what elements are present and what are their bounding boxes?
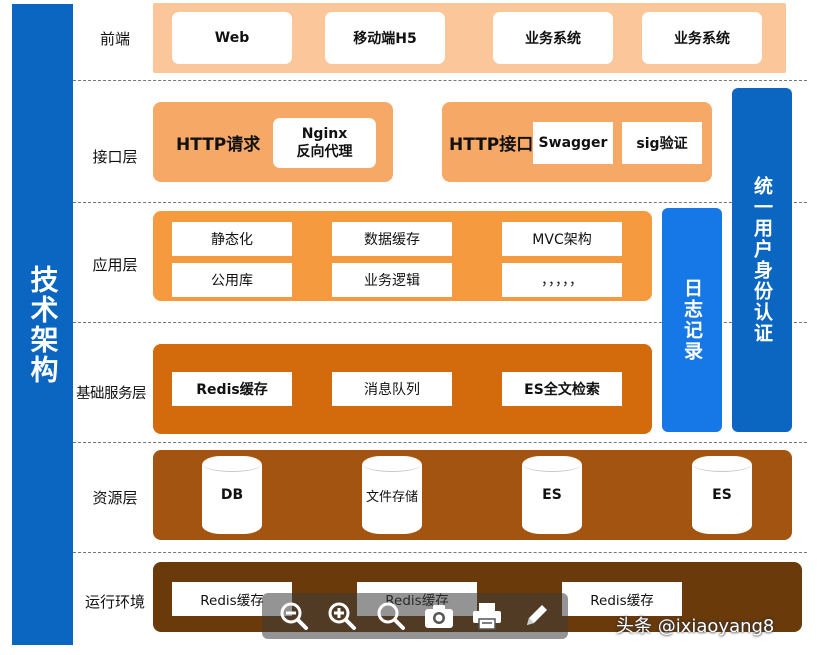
app-box-etc: ，，，，， xyxy=(502,263,622,297)
app-box-business-logic: 业务逻辑 xyxy=(332,263,452,297)
runtime-box-redis-cache: Redis缓存 xyxy=(562,582,682,616)
es-cylinder: ES xyxy=(692,456,752,534)
layer-divider xyxy=(73,202,807,203)
search-icon[interactable] xyxy=(373,598,409,634)
app-box-data-cache: 数据缓存 xyxy=(332,222,452,256)
frontend-box-business-system: 业务系统 xyxy=(493,12,613,64)
layer-divider xyxy=(73,80,807,81)
architecture-title: 技术架构 xyxy=(26,264,60,385)
http-api-title: HTTP接口 xyxy=(449,134,534,155)
print-icon[interactable] xyxy=(469,598,505,634)
layer-divider xyxy=(73,322,807,323)
architecture-title-bar: 技术架构 xyxy=(12,4,73,645)
zoom-out-icon[interactable] xyxy=(276,598,312,634)
watermark: 头条 @ixiaoyang8 xyxy=(616,616,775,637)
layer-label-frontend: 前端 xyxy=(99,30,130,48)
layer-divider xyxy=(73,552,807,553)
es-cylinder-label: ES xyxy=(542,487,562,503)
es-cylinder: ES xyxy=(522,456,582,534)
frontend-box-web: Web xyxy=(172,12,292,64)
layer-label-interface: 接口层 xyxy=(92,148,138,166)
base-box-es-search: ES全文检索 xyxy=(502,372,622,406)
db-cylinder: DB xyxy=(202,456,262,534)
file-storage-cylinder-label: 文件存储 xyxy=(365,489,418,505)
es-cylinder-label: ES xyxy=(712,487,732,503)
base-box-message-queue: 消息队列 xyxy=(332,372,452,406)
http-request-title: HTTP请求 xyxy=(176,134,261,155)
file-storage-cylinder: 文件存储 xyxy=(362,456,422,534)
layer-divider xyxy=(73,442,807,443)
base-box-redis-cache: Redis缓存 xyxy=(172,372,292,406)
zoom-in-icon[interactable] xyxy=(324,598,360,634)
image-viewer-toolbar xyxy=(262,593,568,639)
camera-icon[interactable] xyxy=(421,598,457,634)
app-box-common-lib: 公用库 xyxy=(172,263,292,297)
frontend-box-mobile-h5: 移动端H5 xyxy=(325,12,445,64)
layer-label-application: 应用层 xyxy=(92,256,138,274)
layer-label-runtime: 运行环境 xyxy=(84,593,145,611)
layer-label-base-service: 基础服务层 xyxy=(76,386,147,402)
sig-verify-box: sig验证 xyxy=(622,122,702,164)
log-record-bar: 日志记录 xyxy=(662,208,722,432)
db-cylinder-label: DB xyxy=(220,487,244,503)
user-auth-bar: 统一用户身份认证 xyxy=(732,88,792,432)
app-box-mvc: MVC架构 xyxy=(502,222,622,256)
log-record-text: 日志记录 xyxy=(681,278,703,362)
pencil-icon[interactable] xyxy=(518,598,554,634)
app-box-staticize: 静态化 xyxy=(172,222,292,256)
nginx-proxy-box: Nginx 反向代理 xyxy=(273,118,376,168)
layer-label-resource: 资源层 xyxy=(92,489,138,507)
user-auth-text: 统一用户身份认证 xyxy=(751,176,773,344)
swagger-box: Swagger xyxy=(533,122,613,164)
frontend-box-business-system: 业务系统 xyxy=(642,12,762,64)
